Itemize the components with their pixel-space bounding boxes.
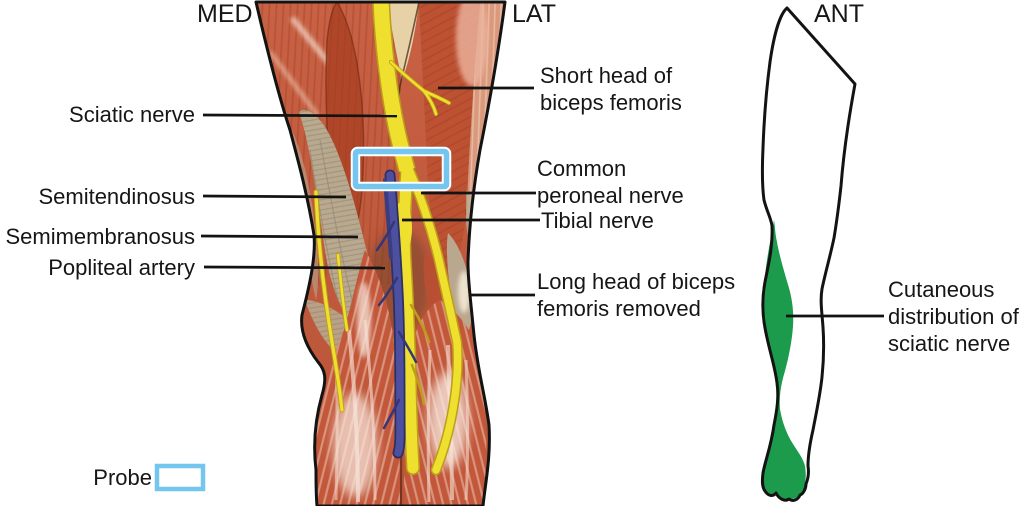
leader-popliteal-artery <box>203 265 386 270</box>
probe-highlight-box <box>350 146 452 192</box>
label-common-peroneal: Common peroneal nerve <box>537 156 684 208</box>
label-semitendinosus: Semitendinosus <box>38 184 195 209</box>
medial-gastrocnemius <box>315 250 400 506</box>
leader-lines <box>200 86 884 318</box>
label-semimembranosus: Semimembranosus <box>5 224 195 249</box>
label-tibial-nerve: Tibial nerve <box>541 208 654 233</box>
leader-sciatic-nerve <box>202 113 398 118</box>
label-short-head-biceps: Short head of biceps femoris <box>540 63 682 115</box>
muscle-highlight-streak <box>268 50 320 118</box>
label-cutaneous-distribution: Cutaneous distribution of sciatic nerve <box>888 277 1019 356</box>
leg-silhouette-outline <box>760 6 857 502</box>
probe-legend-swatch <box>154 463 206 492</box>
biceps-tendon-band <box>446 233 473 336</box>
cut-tendon-strip <box>388 2 419 80</box>
label-probe-legend: Probe <box>93 465 152 490</box>
label-sciatic-nerve: Sciatic nerve <box>69 102 195 127</box>
cutaneous-green-region <box>763 220 806 500</box>
medial-cutaneous-nerves <box>313 189 349 413</box>
lateral-gastrocnemius <box>404 250 487 506</box>
orientation-label-ant: ANT <box>814 0 864 28</box>
label-long-head-removed: Long head of biceps femoris removed <box>537 269 736 321</box>
leader-semimembranosus <box>200 234 359 239</box>
leg-outline <box>254 0 507 506</box>
posterior-knee-illustration <box>254 0 507 506</box>
label-popliteal-artery: Popliteal artery <box>48 255 195 280</box>
orientation-label-lat: LAT <box>512 0 556 28</box>
orientation-label-med: MED <box>197 0 253 28</box>
leg-silhouette-figure <box>760 6 857 502</box>
leader-semitendinosus <box>202 194 347 199</box>
